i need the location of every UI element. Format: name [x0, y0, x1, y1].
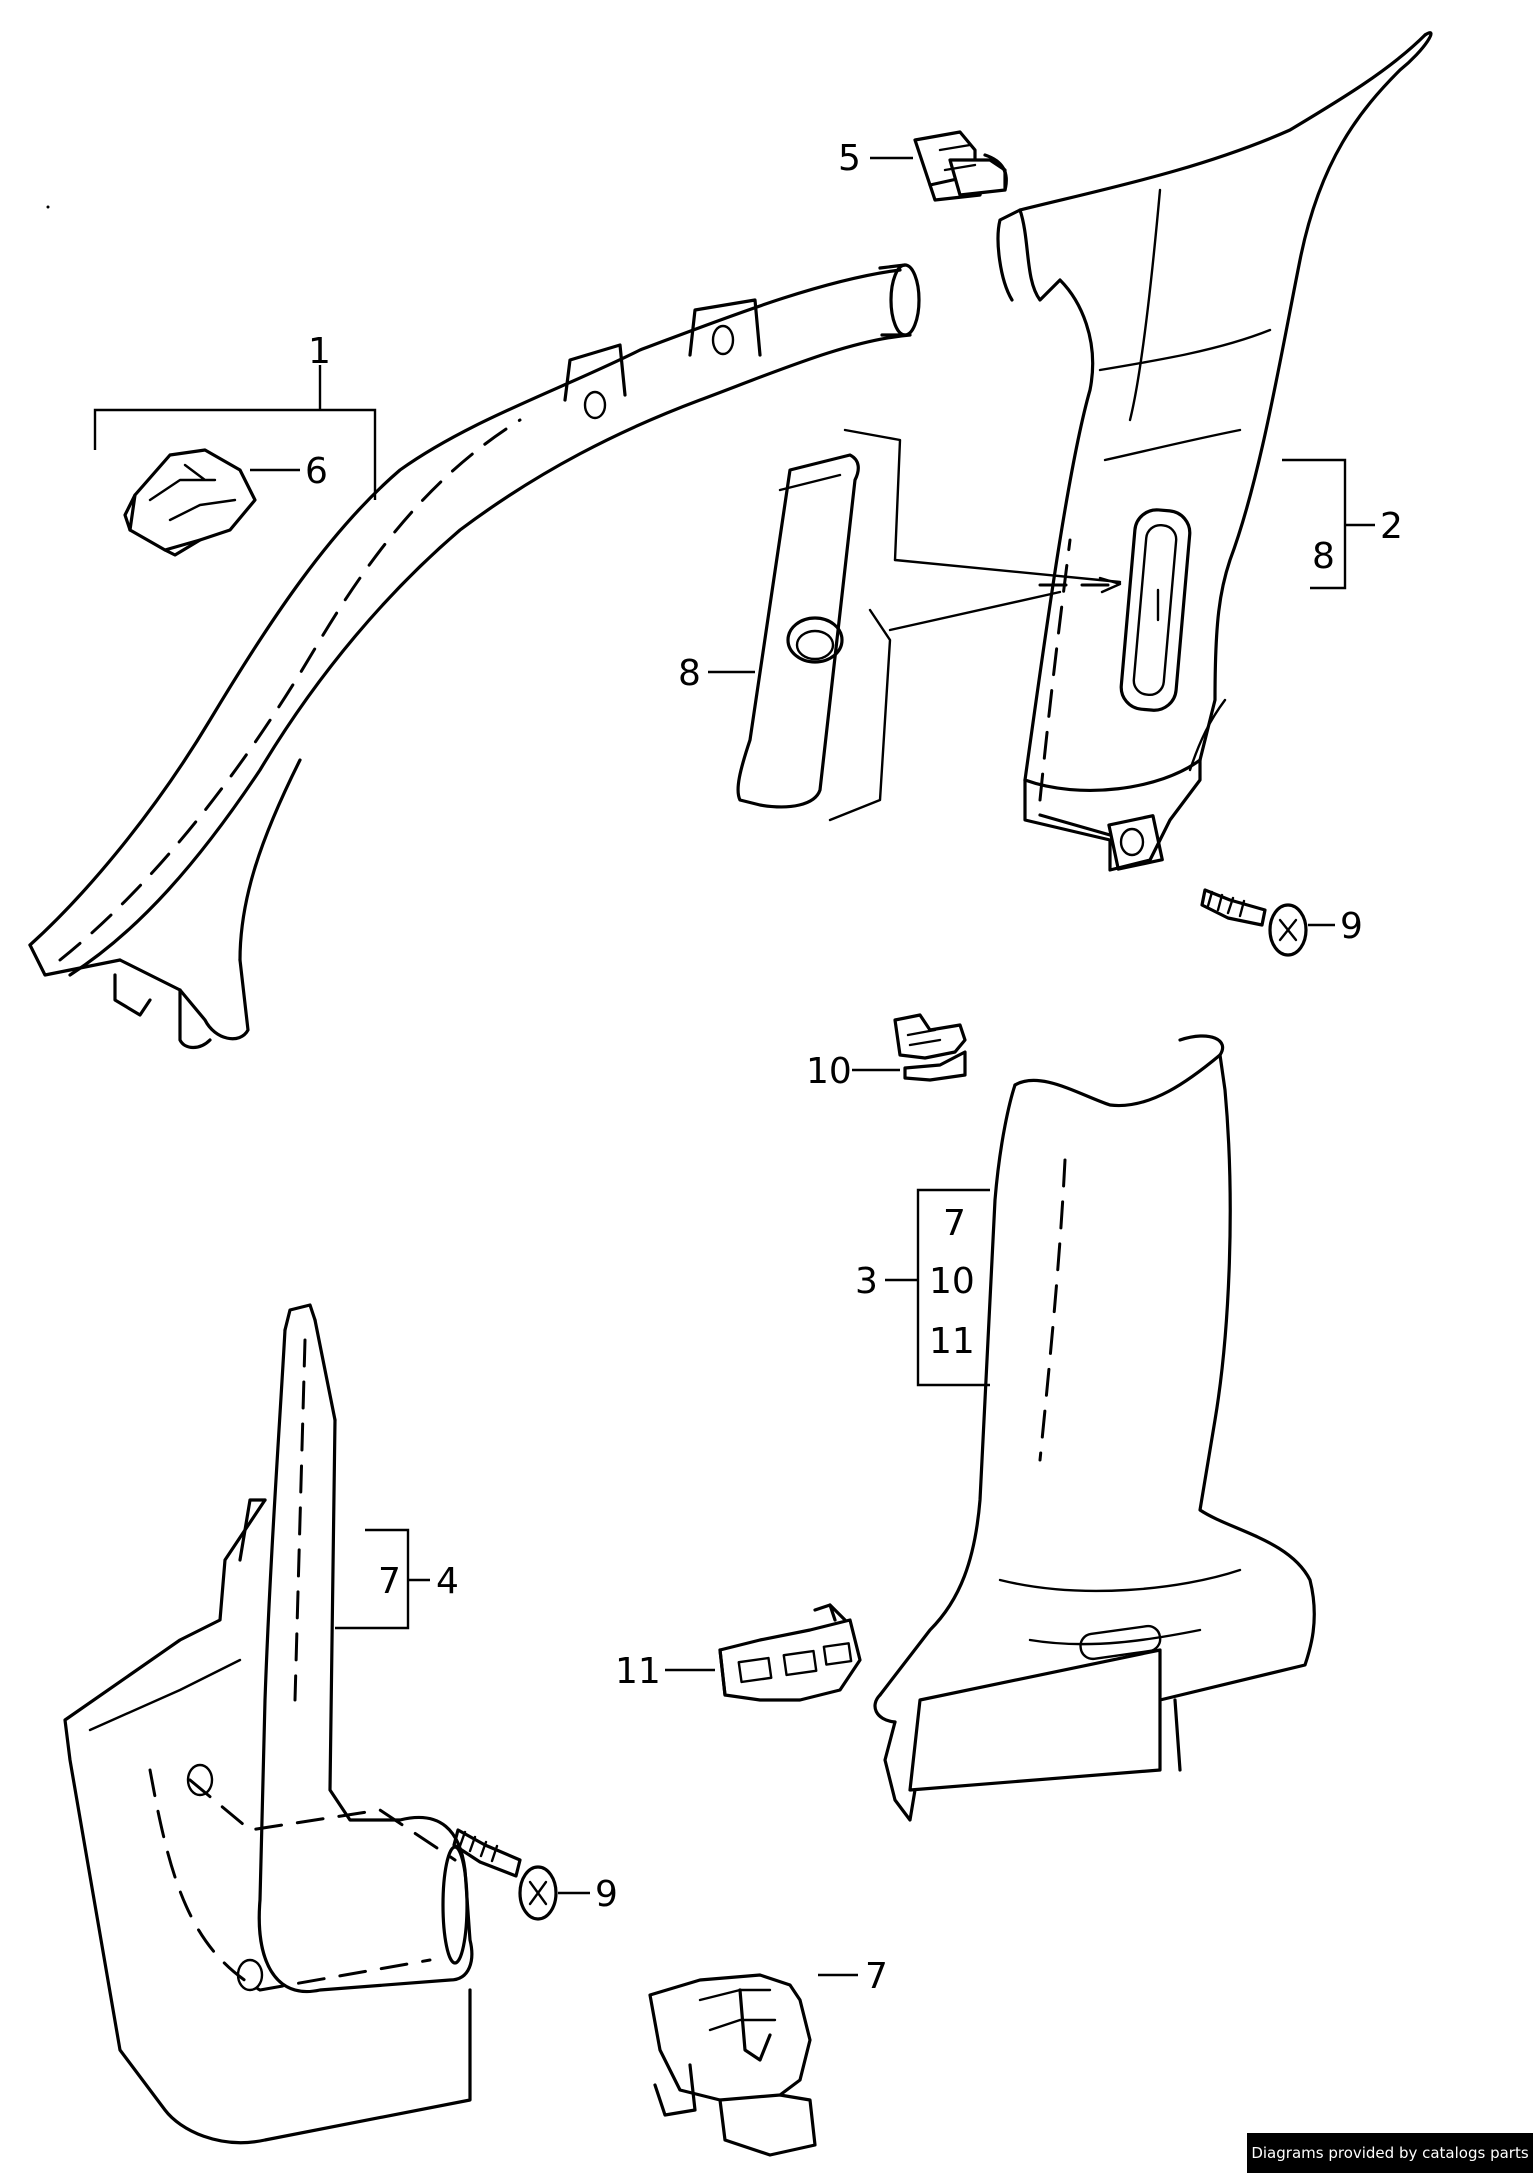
callout-1: 1 — [308, 331, 331, 372]
cover-panel — [736, 428, 1122, 822]
screw-9-upper — [1200, 888, 1308, 957]
clip-6 — [123, 448, 257, 557]
a-pillar-trim — [28, 263, 921, 1050]
callout-10-bracket3: 10 — [929, 1261, 975, 1302]
callout-8-bracket: 8 — [1312, 536, 1335, 577]
callout-11-bracket3: 11 — [929, 1321, 975, 1362]
callout-9-lower: 9 — [595, 1874, 618, 1915]
callout-5: 5 — [838, 138, 861, 179]
speck — [46, 205, 50, 209]
b-pillar-lower-trim — [873, 1034, 1316, 1822]
callout-11-clip: 11 — [615, 1651, 661, 1692]
clip-7 — [648, 1973, 817, 2157]
callout-7-bracket3: 7 — [943, 1203, 966, 1244]
clip-11 — [718, 1603, 862, 1702]
screw-9-lower — [452, 1828, 558, 1921]
callout-3: 3 — [855, 1261, 878, 1302]
b-pillar-upper-trim — [996, 31, 1433, 872]
callout-10-clip: 10 — [806, 1051, 852, 1092]
callout-7-clip: 7 — [865, 1956, 888, 1997]
callout-8-panel: 8 — [678, 653, 701, 694]
callout-4: 4 — [436, 1561, 459, 1602]
callout-7-bracket4: 7 — [378, 1561, 401, 1602]
spring-clip-10 — [893, 1013, 967, 1082]
callout-6: 6 — [305, 451, 328, 492]
leader-lines — [93, 156, 1375, 1977]
credit-banner: Diagrams provided by catalogs parts — [1247, 2133, 1533, 2173]
callout-2: 2 — [1380, 506, 1403, 547]
footwell-trim — [63, 1303, 474, 2145]
callouts: 1 6 5 2 8 8 9 10 7 3 10 11 7 4 11 9 7 — [305, 138, 1403, 1997]
callout-9-upper: 9 — [1340, 906, 1363, 947]
retainer-clip-5 — [913, 130, 1008, 202]
